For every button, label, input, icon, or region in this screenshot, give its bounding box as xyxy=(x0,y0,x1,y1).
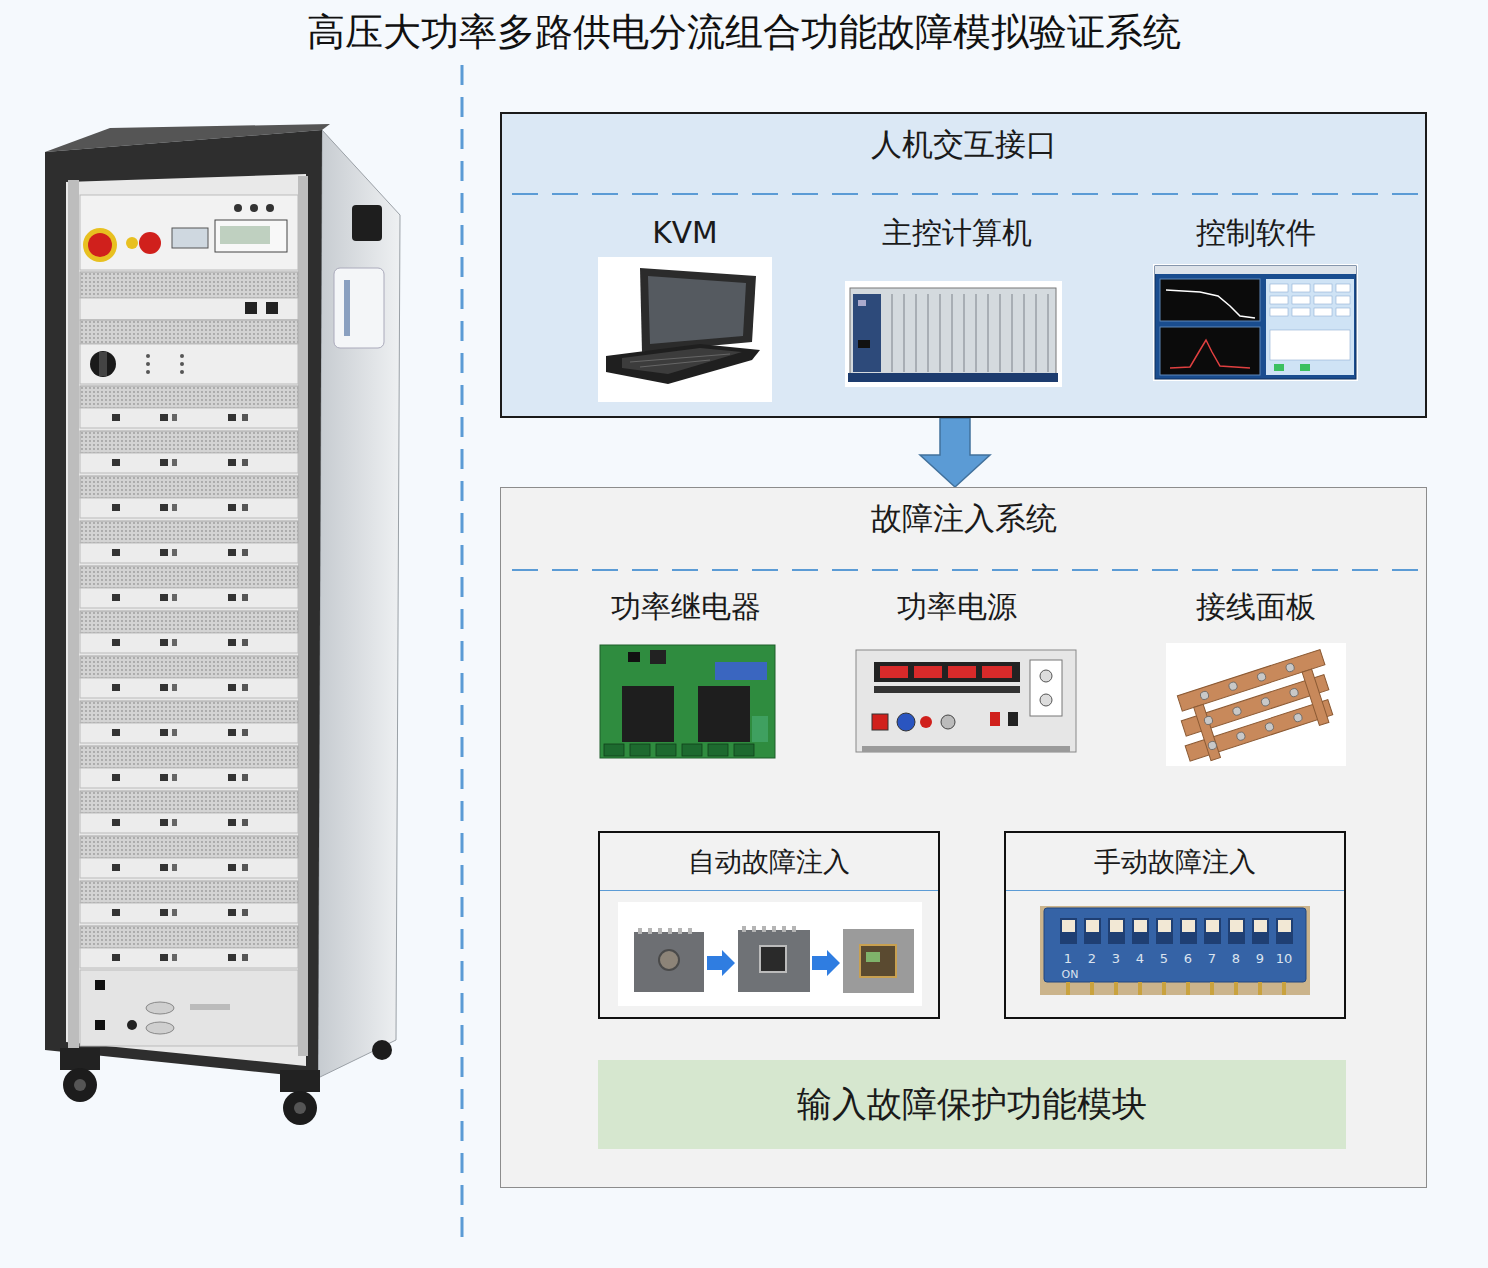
component-item: 功率继电器 xyxy=(586,584,786,630)
function-band: 输入故障保护功能模块 xyxy=(598,1060,1346,1149)
block-arrow xyxy=(920,418,990,487)
group-panel: 故障注入系统功率继电器 功率电源 接线面板自动故障注入 手动故障注入输入故障保护功能模… xyxy=(500,487,1427,1188)
kvm-picture xyxy=(598,257,772,402)
dip-switch-picture xyxy=(1040,906,1310,995)
component-item: 控制软件 xyxy=(1156,210,1356,256)
node-heading: 人机交互接口 xyxy=(502,122,1425,168)
node-heading: 手动故障注入 xyxy=(1006,833,1344,891)
diagram-title: 高压大功率多路供电分流组合功能故障模拟验证系统 xyxy=(0,6,1488,58)
component-item: 接线面板 xyxy=(1156,584,1356,630)
component-item: KVM xyxy=(598,210,772,256)
node-heading: 功率继电器 xyxy=(586,584,786,630)
node-heading: 控制软件 xyxy=(1156,210,1356,256)
fault-box: 手动故障注入 xyxy=(1004,831,1346,1019)
busbar-picture xyxy=(1166,643,1346,767)
node-heading: 输入故障保护功能模块 xyxy=(797,1080,1147,1128)
chip-decap-picture xyxy=(618,902,922,1006)
power-source-picture xyxy=(856,650,1076,752)
rack-cabinet xyxy=(45,124,400,1125)
fault-box: 自动故障注入 xyxy=(598,831,940,1019)
node-heading: 接线面板 xyxy=(1156,584,1356,630)
node-heading: 功率电源 xyxy=(857,584,1057,630)
relay-board-picture xyxy=(600,645,775,758)
node-heading: 故障注入系统 xyxy=(501,496,1426,542)
group-panel: 人机交互接口 KVM 主控计算机 控制软件 xyxy=(500,112,1427,418)
node-heading: 自动故障注入 xyxy=(600,833,938,891)
component-item: 功率电源 xyxy=(857,584,1057,630)
node-heading: KVM xyxy=(598,210,772,256)
chassis-picture xyxy=(845,281,1062,387)
component-item: 主控计算机 xyxy=(857,210,1057,256)
software-screenshot xyxy=(1153,264,1358,381)
node-heading: 主控计算机 xyxy=(857,210,1057,256)
